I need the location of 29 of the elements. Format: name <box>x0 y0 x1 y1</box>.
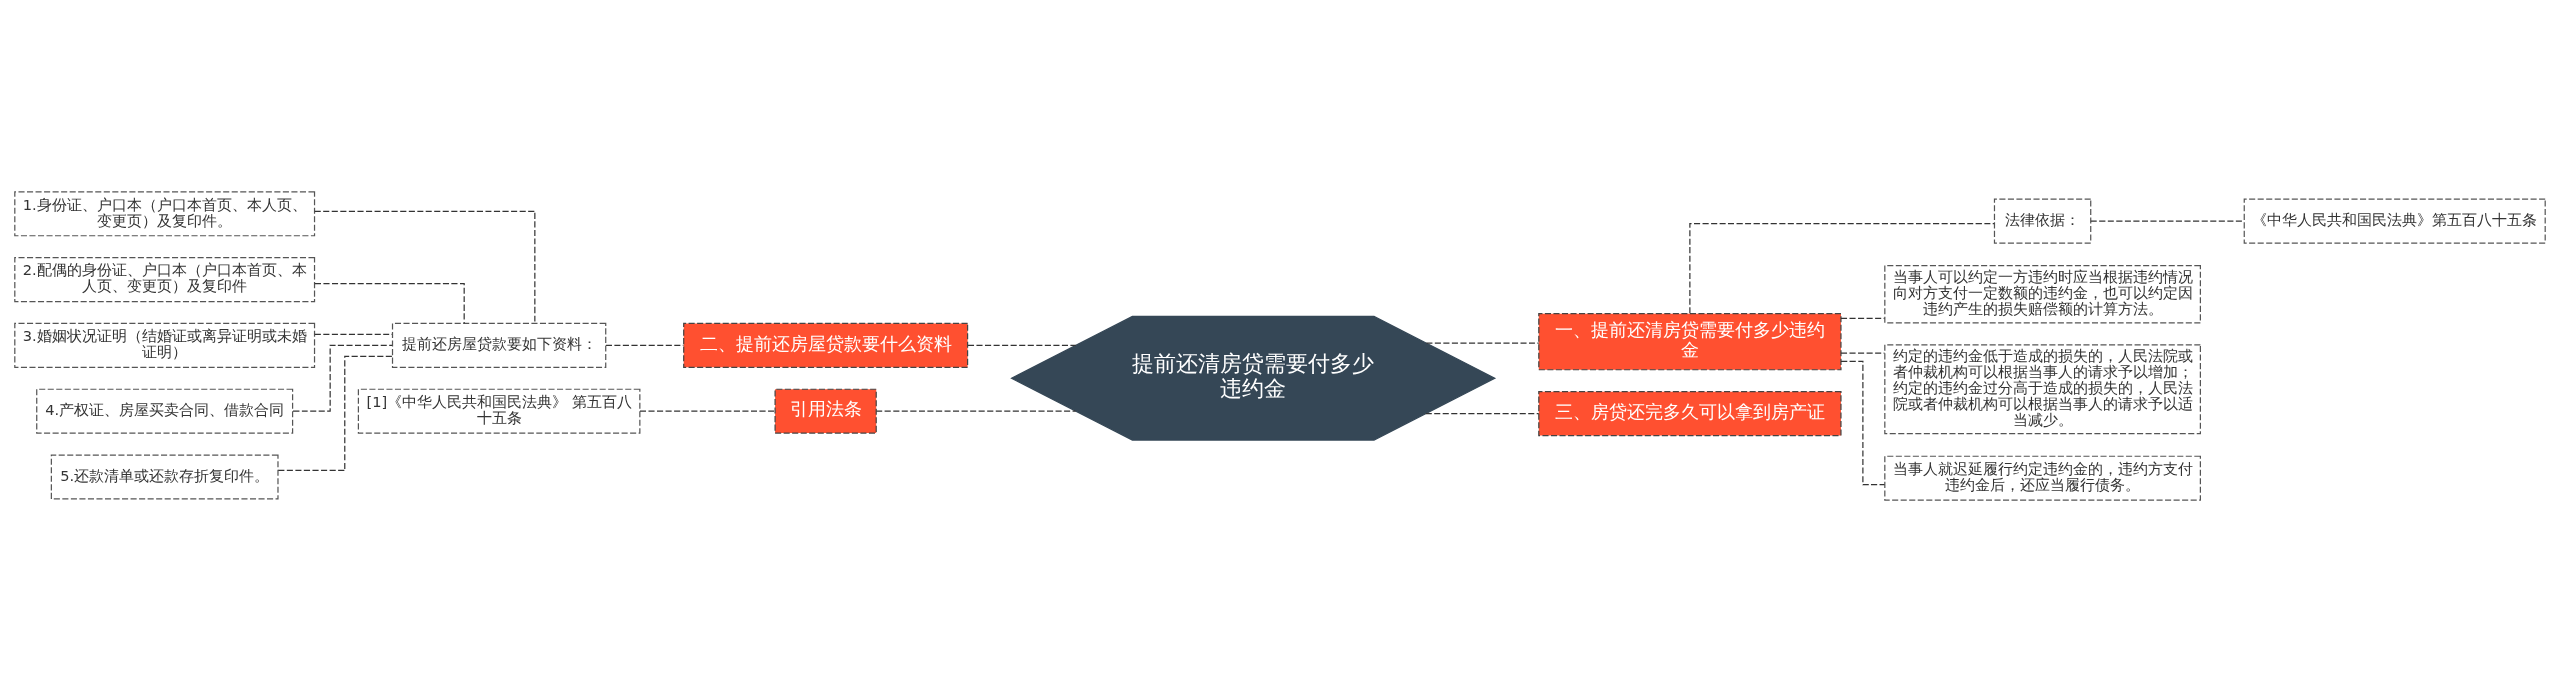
node-box: 一、提前还清房贷需要付多少违约金 <box>1538 313 1842 371</box>
node-box: 1.身份证、户口本（户口本首页、本人页、变更页）及复印件。 <box>14 191 316 237</box>
connector <box>1425 413 1540 415</box>
node-box: 3.婚姻状况证明（结婚证或离异证明或未婚证明） <box>14 322 316 368</box>
node-box: 《中华人民共和国民法典》第五百八十五条 <box>2243 198 2546 244</box>
node-box: 三、房贷还完多久可以拿到房产证 <box>1538 391 1842 437</box>
node-box: 法律依据： <box>1993 198 2092 244</box>
connector <box>967 344 1077 346</box>
connector <box>277 355 393 472</box>
node-box: 当事人可以约定一方违约时应当根据违约情况向对方支付一定数额的违约金，也可以约定因违约产生的损失赔偿额的计算方法。 <box>1884 264 2201 324</box>
node-box: 当事人就迟延履行约定违约金的，违约方支付违约金后，还应当履行债务。 <box>1884 455 2201 501</box>
connector <box>314 210 536 324</box>
connector <box>2090 220 2245 222</box>
connector <box>1689 222 1995 314</box>
connector <box>314 333 393 336</box>
node-box: 约定的违约金低于造成的损失的，人民法院或者仲裁机构可以根据当事人的请求予以增加；约定的违约金过分高于造成的损失的，人民法院或者仲裁机构可以根据当事人的请求予以适当减少。 <box>1884 344 2201 435</box>
node-box: 4.产权证、房屋买卖合同、借款合同 <box>36 388 294 434</box>
node-box: 2.配偶的身份证、户口本（户口本首页、本人页、变更页）及复印件 <box>14 257 316 303</box>
node-box: [1]《中华人民共和国民法典》 第五百八十五条 <box>357 388 641 434</box>
connector <box>1840 352 1886 354</box>
connector <box>639 410 776 412</box>
node-box: 二、提前还房屋贷款要什么资料 <box>683 322 969 368</box>
connector <box>1425 342 1540 344</box>
node-box: 5.还款清单或还款存折复印件。 <box>50 454 279 500</box>
connector <box>292 344 393 412</box>
node-box: 引用法条 <box>774 388 877 434</box>
node-box: 提前还房屋贷款要如下资料： <box>391 322 607 368</box>
connector <box>1840 317 1886 319</box>
connector <box>875 410 1077 412</box>
